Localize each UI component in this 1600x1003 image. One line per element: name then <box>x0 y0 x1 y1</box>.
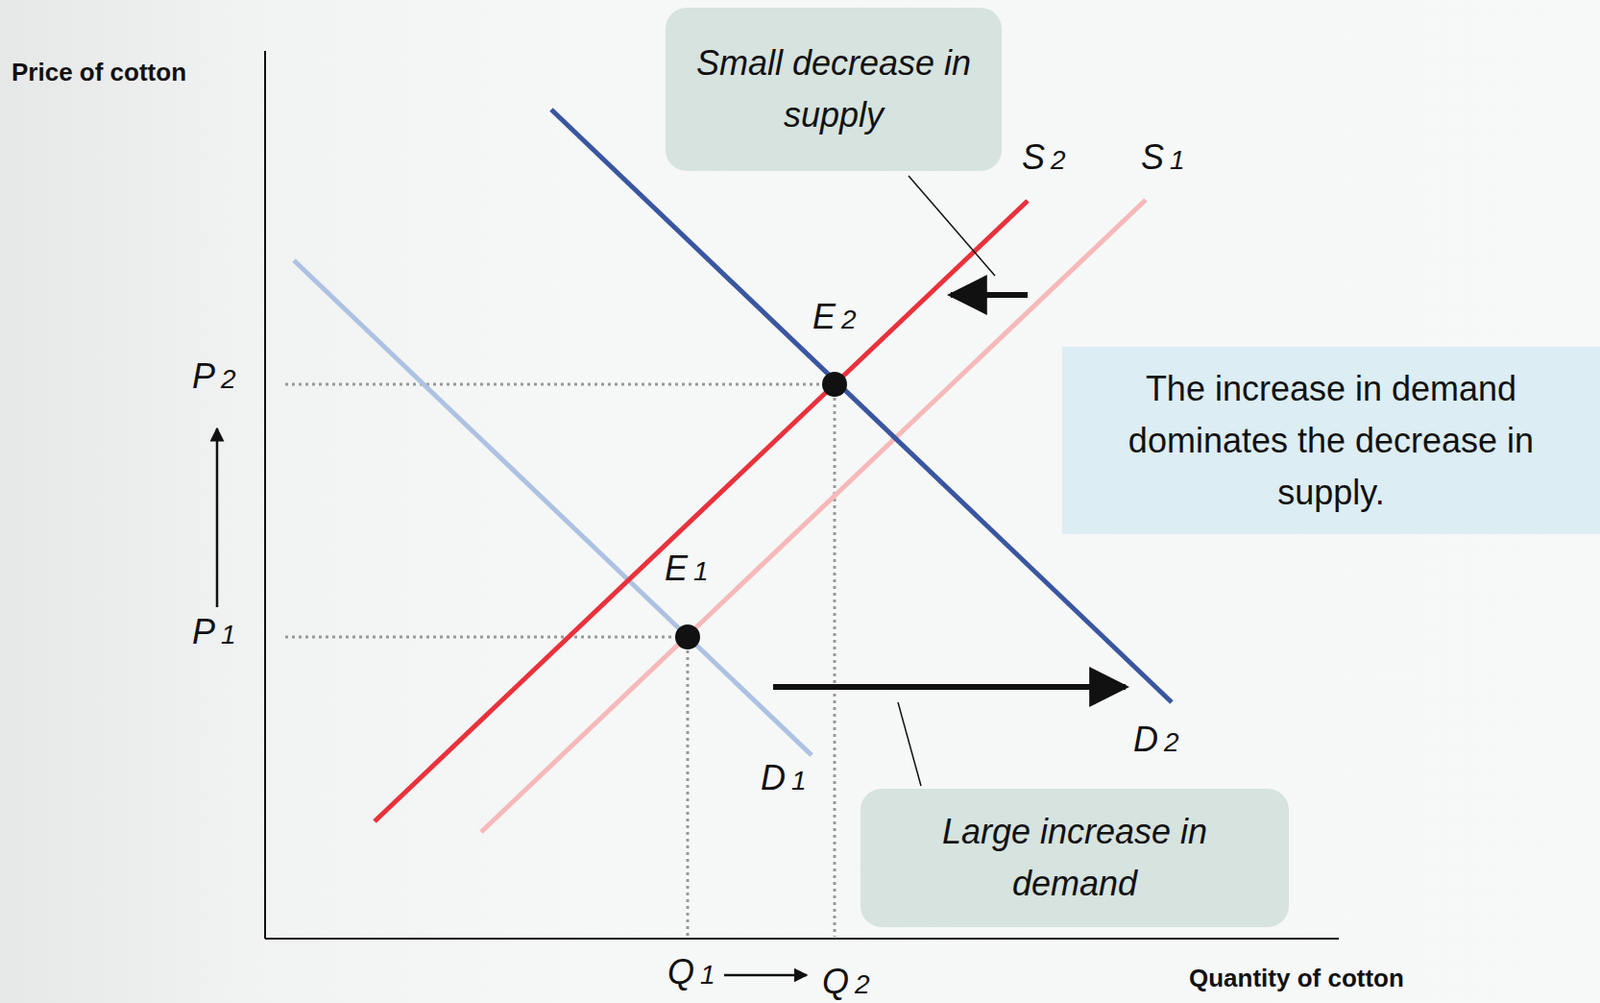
price-label: P2 <box>192 359 237 394</box>
box-text: The increase in demand dominates the dec… <box>1083 363 1579 519</box>
point-label: E1 <box>664 551 709 586</box>
curve-label: S1 <box>1140 140 1186 175</box>
quantity-label: Q1 <box>667 954 716 990</box>
axis-title: Price of cotton <box>11 57 187 88</box>
axis-title: Quantity of cotton <box>1188 963 1405 994</box>
callout-box: Large increase in demand <box>860 788 1289 927</box>
box-text: Small decrease in supply <box>686 37 981 142</box>
price-label: P1 <box>192 614 237 650</box>
box-text: Large increase in demand <box>881 805 1268 910</box>
quantity-label: Q2 <box>822 964 871 999</box>
callout-box: Small decrease in supply <box>665 7 1002 171</box>
note-box: The increase in demand dominates the dec… <box>1062 346 1600 534</box>
curve-label: S2 <box>1021 140 1067 175</box>
curve-label: D1 <box>760 760 807 796</box>
point-label: E2 <box>812 299 857 335</box>
curve-label: D2 <box>1133 722 1180 757</box>
